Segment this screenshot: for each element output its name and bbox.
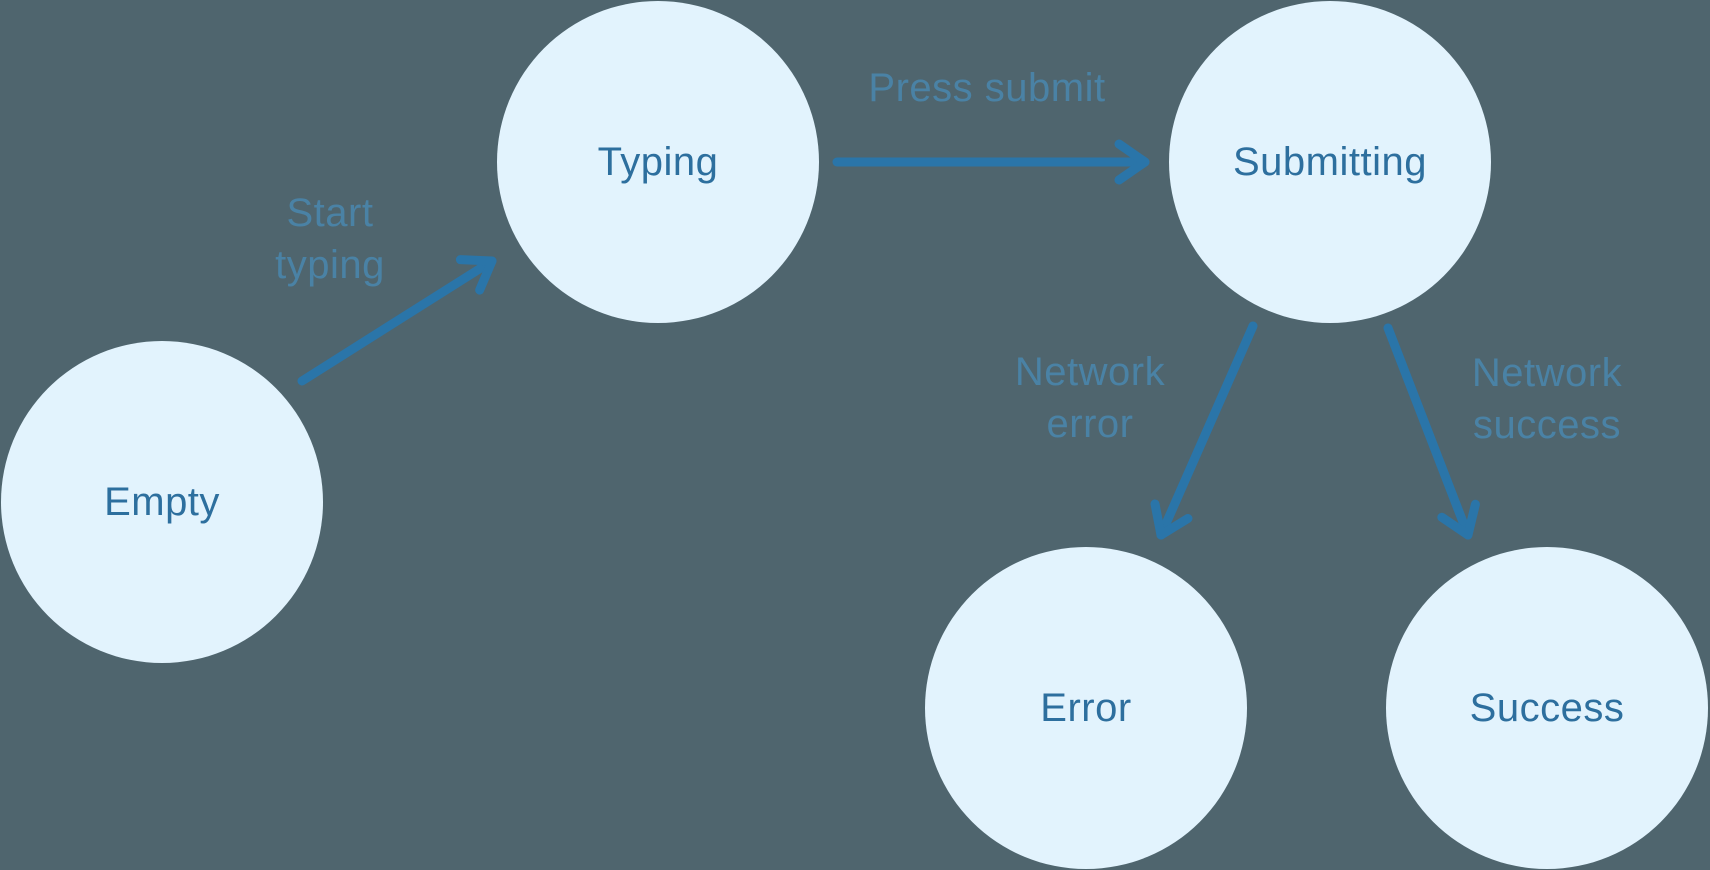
edge-label-press-submit: Press submit [868,66,1106,110]
node-success: Success [1386,547,1708,869]
node-typing: Typing [497,1,819,323]
node-submitting: Submitting [1169,1,1491,323]
node-error: Error [925,547,1247,869]
edge-label-start-typing: Start typing [275,191,385,287]
node-empty-label: Empty [104,479,220,524]
edge-label-network-success: Network success [1471,351,1623,447]
node-success-label: Success [1469,685,1625,730]
edge-network-success-arrow [1383,323,1480,540]
edge-network-error-arrow [1150,321,1258,540]
node-error-label: Error [1040,685,1132,730]
node-empty: Empty [1,341,323,663]
edge-start-typing-arrow [297,255,497,386]
node-submitting-label: Submitting [1233,139,1427,184]
node-typing-label: Typing [597,139,719,184]
edge-label-network-error: Network error [1014,350,1166,446]
